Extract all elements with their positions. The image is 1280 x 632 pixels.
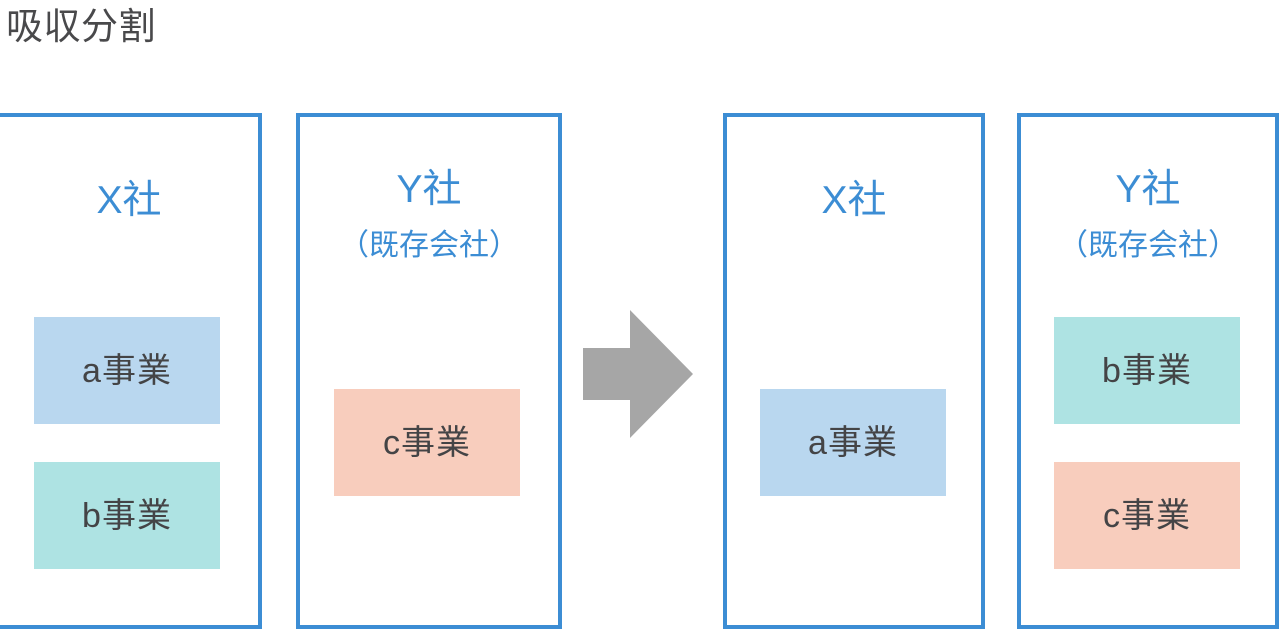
company-box-after-y: Y社 （既存会社） b事業 c事業 <box>1017 113 1279 629</box>
business-unit-label: c事業 <box>1103 496 1191 535</box>
business-unit-label: a事業 <box>808 423 898 462</box>
company-name: X社 <box>96 179 162 222</box>
business-unit-a: a事業 <box>760 389 946 496</box>
business-unit-b: b事業 <box>1054 317 1240 424</box>
company-subtitle: （既存会社） <box>1058 229 1238 262</box>
business-unit-label: a事業 <box>82 351 172 390</box>
page-title: 吸収分割 <box>6 6 156 47</box>
business-unit-c: c事業 <box>334 389 520 496</box>
business-unit-label: c事業 <box>383 423 471 462</box>
company-box-before-y: Y社 （既存会社） c事業 <box>296 113 562 629</box>
company-name: X社 <box>821 179 887 222</box>
business-unit-a: a事業 <box>34 317 220 424</box>
company-box-before-x: X社 a事業 b事業 <box>0 113 262 629</box>
company-box-after-x: X社 a事業 <box>723 113 985 629</box>
business-unit-label: b事業 <box>1102 351 1192 390</box>
business-unit-label: b事業 <box>82 496 172 535</box>
business-unit-b: b事業 <box>34 462 220 569</box>
company-name: Y社 <box>1115 168 1181 211</box>
company-name: Y社 <box>396 168 462 211</box>
company-subtitle: （既存会社） <box>339 229 519 262</box>
business-unit-c: c事業 <box>1054 462 1240 569</box>
right-arrow-icon <box>583 310 693 438</box>
